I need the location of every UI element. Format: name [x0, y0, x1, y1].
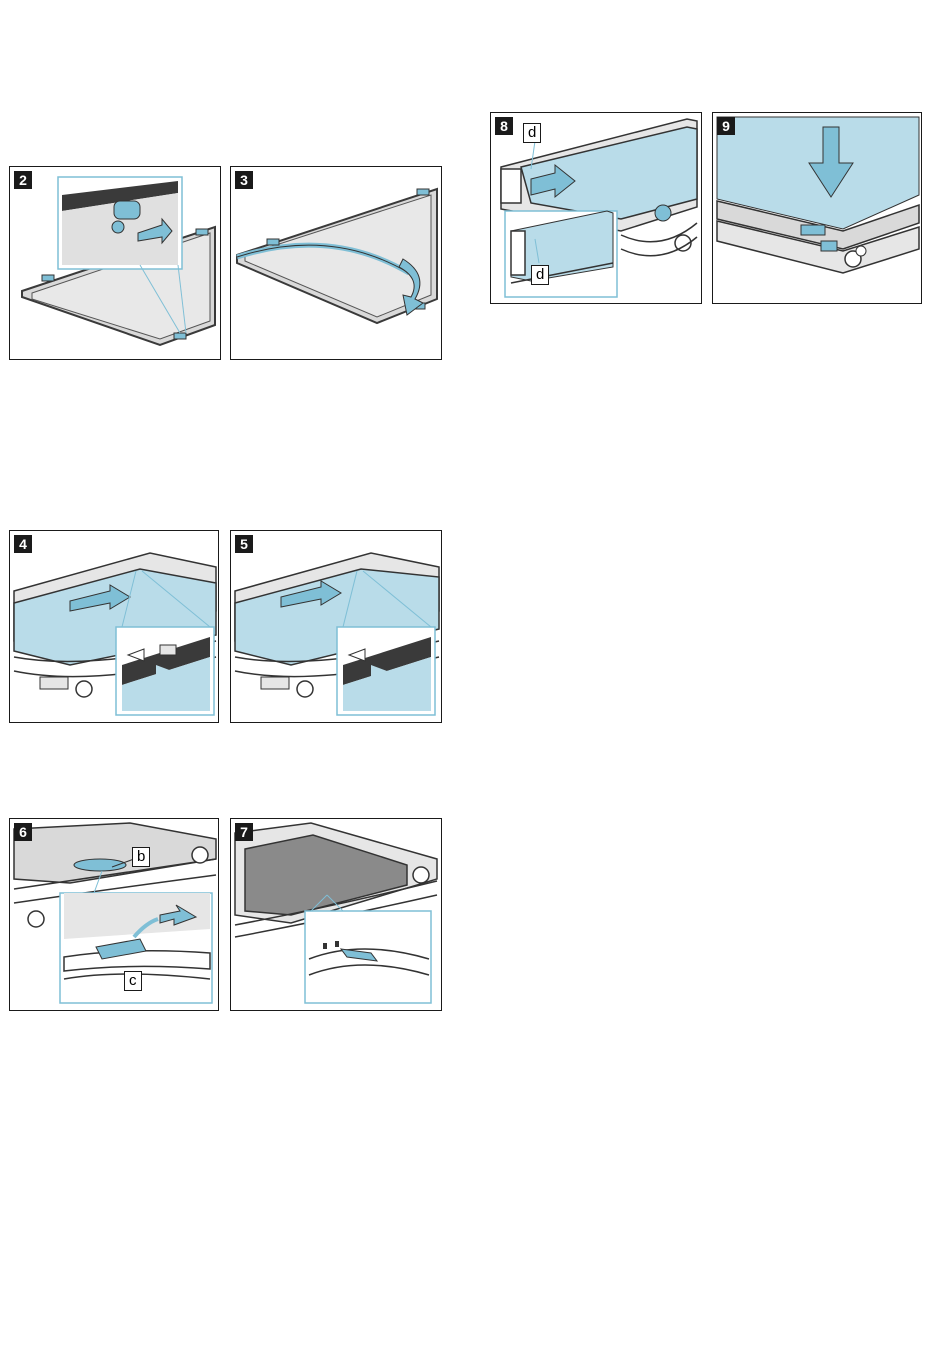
illustration-slide-glass-in — [10, 531, 219, 723]
figure-step-4: 4 — [9, 530, 219, 723]
figure-step-8: 8 d d — [490, 112, 702, 304]
illustration-hinge-closed — [231, 819, 442, 1011]
callout-label-c: c — [124, 971, 142, 991]
step-number-badge: 2 — [14, 171, 32, 189]
step-number-badge: 5 — [235, 535, 253, 553]
step-number-badge: 4 — [14, 535, 32, 553]
illustration-glass-aligned — [231, 531, 442, 723]
illustration-glass-pane-clips — [10, 167, 221, 360]
illustration-hinge-lock — [10, 819, 219, 1011]
figure-step-6: 6 b c — [9, 818, 219, 1011]
step-number-badge: 9 — [717, 117, 735, 135]
figure-step-2: 2 — [9, 166, 221, 360]
step-number-badge: 8 — [495, 117, 513, 135]
callout-label-d-top: d — [523, 123, 541, 143]
figure-step-3: 3 — [230, 166, 442, 360]
step-number-badge: 6 — [14, 823, 32, 841]
step-number-badge: 3 — [235, 171, 253, 189]
callout-label-d-bottom: d — [531, 265, 549, 285]
figure-step-7: 7 — [230, 818, 442, 1011]
figure-step-5: 5 — [230, 530, 442, 723]
illustration-seal-strip-rotate — [231, 167, 442, 360]
figure-step-9: 9 — [712, 112, 922, 304]
callout-label-b: b — [132, 847, 150, 867]
step-number-badge: 7 — [235, 823, 253, 841]
illustration-press-glass-down — [713, 113, 922, 304]
